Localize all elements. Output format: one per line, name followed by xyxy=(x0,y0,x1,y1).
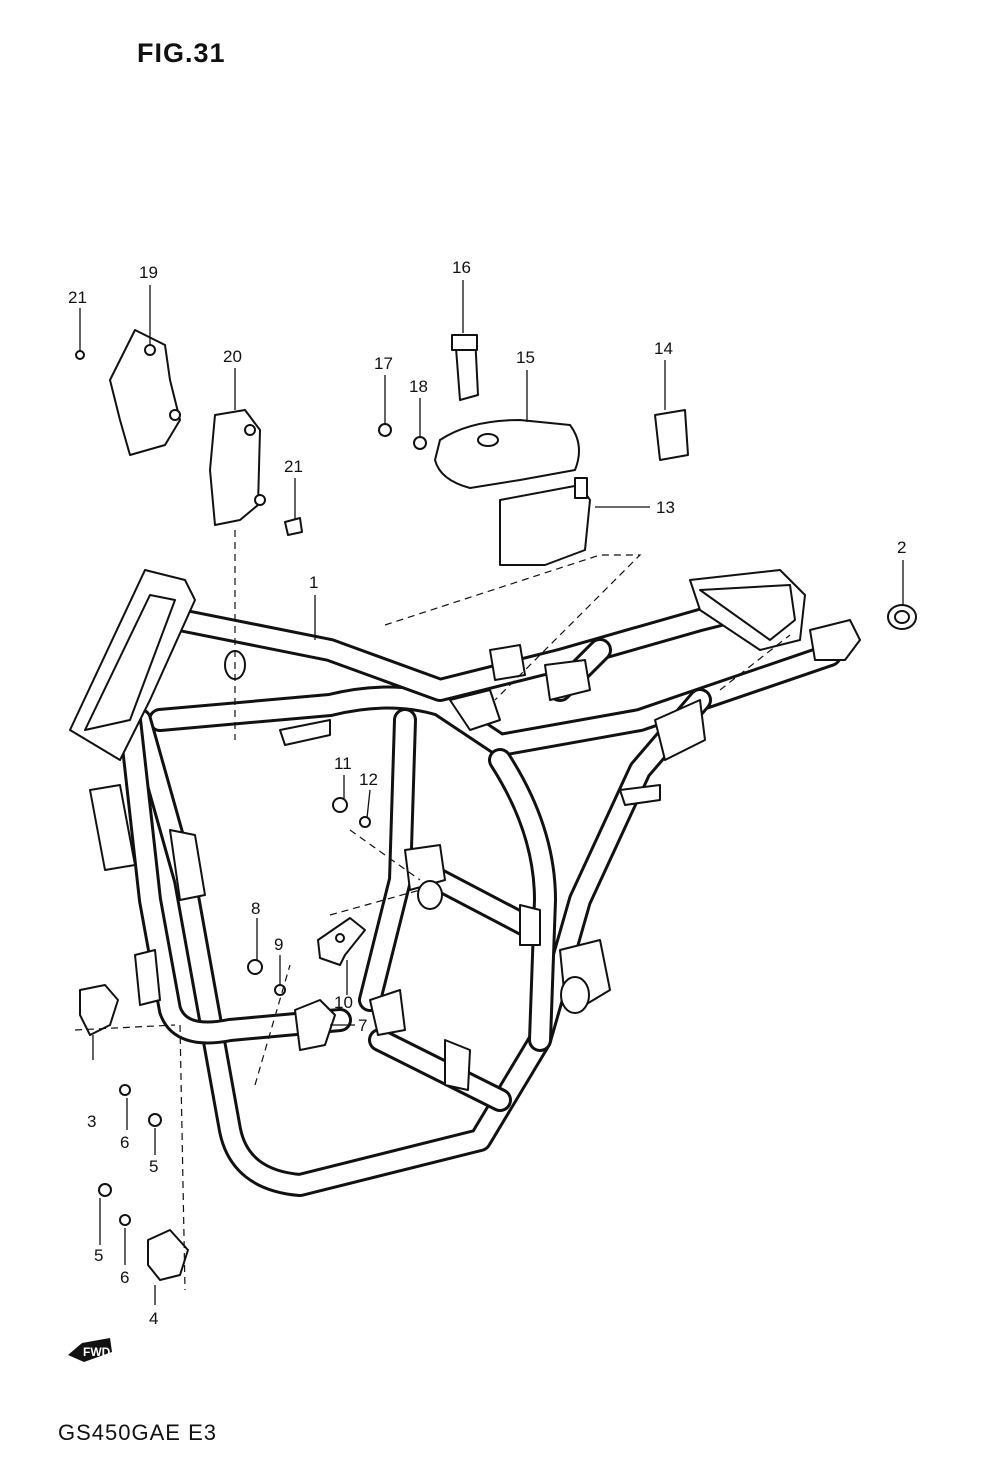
callout-15: 15 xyxy=(516,348,535,367)
bracket-3 xyxy=(79,984,119,1036)
callouts: 21 19 20 21 16 17 18 15 14 13 2 1 11 12 … xyxy=(68,258,906,1328)
bracket-19 xyxy=(109,329,181,456)
callout-3: 3 xyxy=(87,1112,96,1131)
bracket-4 xyxy=(147,1229,189,1281)
forward-label: FWD xyxy=(83,1345,111,1359)
forward-arrow-icon: FWD xyxy=(68,1338,112,1362)
callout-9: 9 xyxy=(274,935,283,954)
bracket-10 xyxy=(317,917,366,966)
plate-14 xyxy=(654,409,689,461)
callout-10: 10 xyxy=(334,993,353,1012)
callout-12: 12 xyxy=(359,770,378,789)
cap-2 xyxy=(887,604,917,630)
callout-5a: 5 xyxy=(149,1157,158,1176)
frame-body xyxy=(69,569,861,1197)
callout-1: 1 xyxy=(309,573,318,592)
callout-21b: 21 xyxy=(284,457,303,476)
holder-13 xyxy=(499,477,591,566)
callout-5b: 5 xyxy=(94,1246,103,1265)
bracket-7 xyxy=(294,999,336,1051)
callout-11: 11 xyxy=(334,754,352,773)
callout-14: 14 xyxy=(654,339,673,358)
callout-6b: 6 xyxy=(120,1268,129,1287)
callout-21a: 21 xyxy=(68,288,87,307)
callout-4: 4 xyxy=(149,1309,158,1328)
battery-case-15 xyxy=(434,419,580,489)
callout-13: 13 xyxy=(656,498,675,517)
callout-7: 7 xyxy=(358,1016,367,1035)
figure-title: FIG.31 xyxy=(137,38,226,68)
callout-17: 17 xyxy=(374,354,393,373)
callout-19: 19 xyxy=(139,263,158,282)
model-code: GS450GAE E3 xyxy=(58,1420,217,1445)
callout-6a: 6 xyxy=(120,1133,129,1152)
band-16 xyxy=(451,334,479,401)
callout-2: 2 xyxy=(897,538,906,557)
callout-8: 8 xyxy=(251,899,260,918)
callout-16: 16 xyxy=(452,258,471,277)
assembly-lines xyxy=(74,530,791,1291)
callout-20: 20 xyxy=(223,347,242,366)
bracket-20 xyxy=(209,409,266,526)
leader-lines xyxy=(79,280,904,1305)
callout-18: 18 xyxy=(409,377,428,396)
